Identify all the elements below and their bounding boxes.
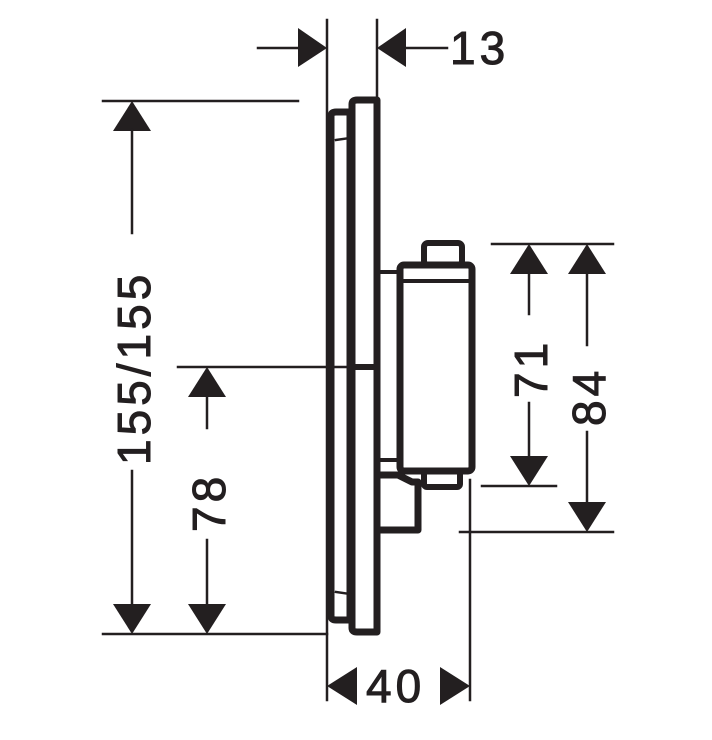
label-40: 40 [366, 660, 425, 712]
dimension-71 [510, 244, 548, 486]
label-13: 13 [450, 22, 509, 74]
label-71: 71 [505, 339, 557, 398]
arrow-up-icon [510, 244, 548, 274]
arrow-down-icon [568, 502, 606, 532]
arrow-left-icon [327, 667, 357, 705]
arrow-left-icon [377, 28, 406, 67]
arrow-up-icon [113, 101, 151, 131]
dimension-40 [327, 667, 470, 705]
label-78: 78 [183, 473, 235, 532]
arrow-right-icon [440, 667, 470, 705]
label-155-155: 155/155 [108, 271, 160, 465]
dimension-84 [568, 244, 606, 532]
valve-body-outline [380, 240, 476, 534]
arrow-down-icon [188, 604, 226, 634]
label-84: 84 [563, 367, 615, 426]
arrow-down-icon [510, 456, 548, 486]
dimension-155-155 [113, 101, 151, 634]
cover-plate-outline [327, 96, 400, 636]
arrow-down-icon [113, 604, 151, 634]
dimension-13 [256, 28, 449, 67]
arrow-right-icon [298, 28, 327, 67]
arrow-up-icon [568, 244, 606, 274]
arrow-up-icon [188, 367, 226, 397]
dimension-78 [188, 367, 226, 634]
extension-lines [101, 18, 615, 702]
